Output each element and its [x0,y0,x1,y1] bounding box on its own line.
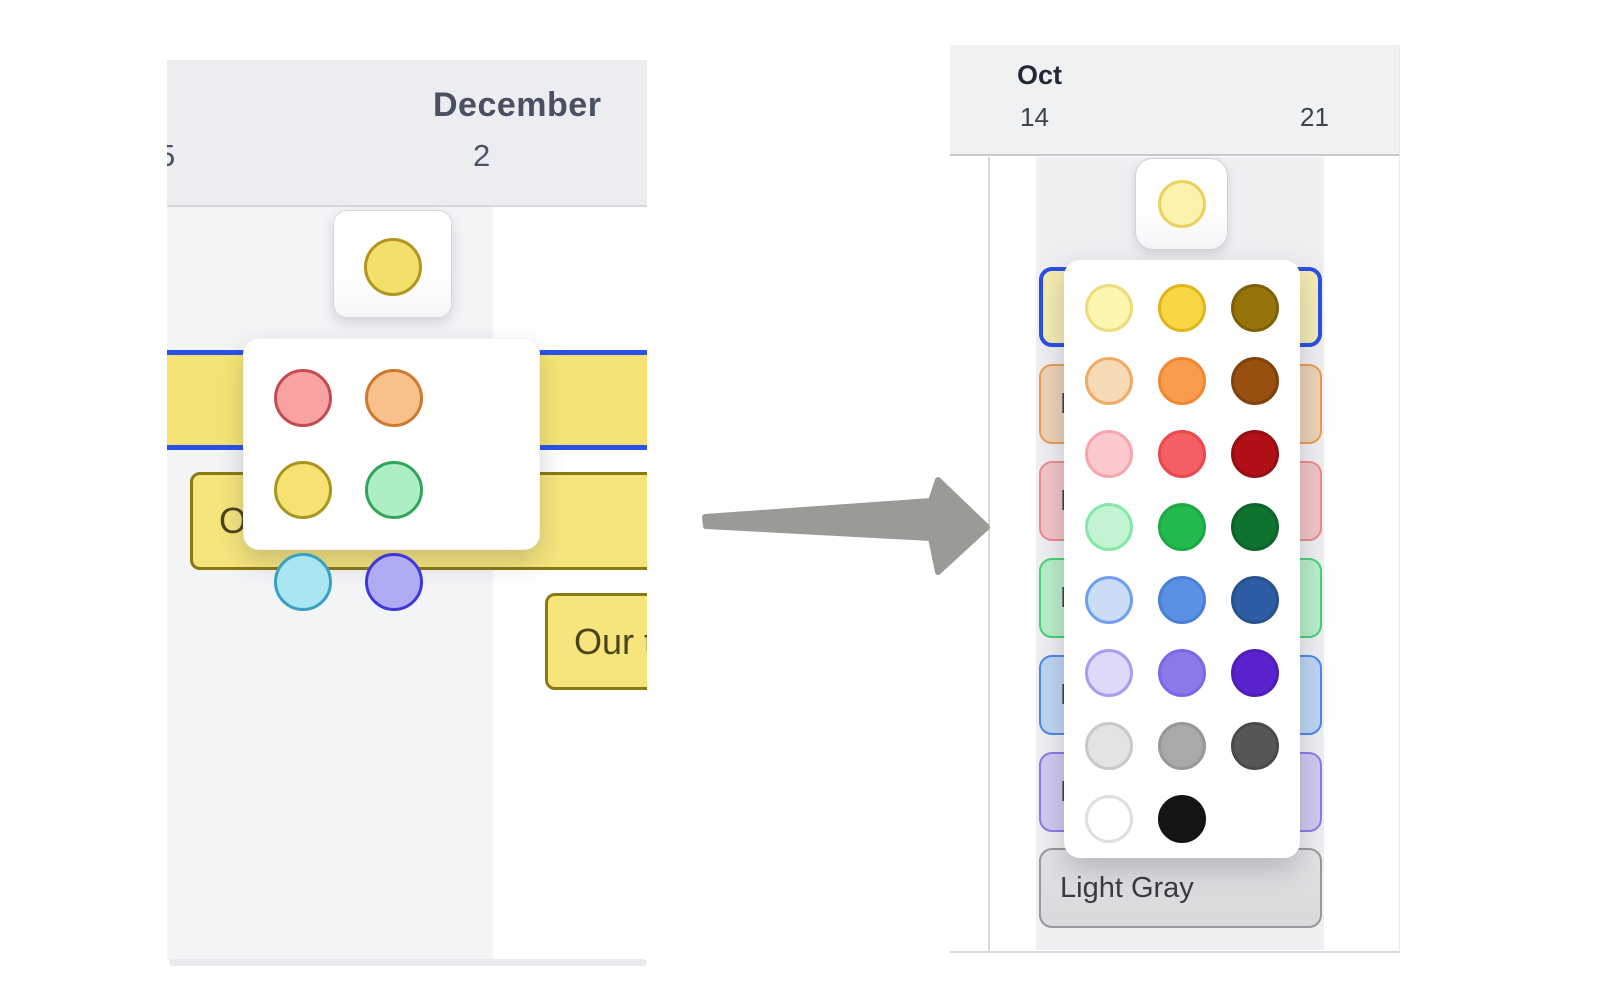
day-label-partial: 5 [167,138,175,174]
palette-green-swatch[interactable] [1158,503,1206,551]
palette-dark-blue-swatch[interactable] [1231,576,1279,624]
day-label: 2 [473,138,491,173]
palette-dark-gray-swatch[interactable] [1231,722,1279,770]
color-chip-light-gray[interactable]: Light Gray [1039,848,1322,928]
task-bar[interactable]: Our t [545,593,647,690]
palette-dark-red-swatch[interactable] [1231,430,1279,478]
palette-light-red-swatch[interactable] [1085,430,1133,478]
timeline-header: Oct 14 21 [950,45,1399,156]
palette-orange-swatch[interactable] [365,369,423,427]
task-bar-label: O [219,500,248,541]
palette-light-purple-swatch[interactable] [1085,649,1133,697]
palette-yellow-swatch[interactable] [274,461,332,519]
task-bar-label: Our t [574,620,647,662]
left-screenshot-old-picker: December 2 5 O Our t [167,60,647,967]
color-picker-popup-old [243,338,540,611]
color-swatch-button[interactable] [1135,158,1228,250]
current-color-icon [364,238,422,296]
palette-blue-swatch[interactable] [1158,576,1206,624]
palette-row [1085,722,1279,770]
transition-arrow [702,477,990,575]
palette-red-swatch[interactable] [1158,430,1206,478]
palette-purple-swatch[interactable] [365,553,423,611]
timeline-gridline [988,157,990,951]
palette-row [1085,357,1279,405]
palette-dark-green-swatch[interactable] [1231,503,1279,551]
palette-dark-yellow-swatch[interactable] [1231,284,1279,332]
palette-yellow-swatch[interactable] [1158,284,1206,332]
month-label: Oct [1017,60,1063,90]
palette-white-swatch[interactable] [1085,795,1133,843]
right-screenshot-new-picker: Oct 14 21 LLLLLL Light Gray [950,45,1400,953]
day-end-label: 21 [1300,102,1329,132]
palette-light-blue-swatch[interactable] [1085,576,1133,624]
palette-sky-blue-swatch[interactable] [274,553,332,611]
palette-dark-orange-swatch[interactable] [1231,357,1279,405]
palette-row [1085,795,1279,843]
palette-light-yellow-swatch[interactable] [1085,284,1133,332]
day-start-label: 14 [1020,102,1049,132]
palette-row [1085,284,1279,332]
palette-dark-purple-swatch[interactable] [1231,649,1279,697]
palette-green-swatch[interactable] [365,461,423,519]
current-color-icon [1158,180,1206,228]
palette-purple-swatch[interactable] [1158,649,1206,697]
palette-black-swatch[interactable] [1158,795,1206,843]
color-chip-label: Light Gray [1060,871,1194,904]
palette-row [1085,576,1279,624]
palette-gray-swatch[interactable] [1158,722,1206,770]
color-picker-popup-new [1064,260,1300,858]
horizontal-scrollbar[interactable] [169,959,647,966]
palette-row [1085,649,1279,697]
timeline-header: December 2 5 [167,60,647,207]
month-label: December [433,86,602,124]
palette-row [1085,430,1279,478]
palette-light-green-swatch[interactable] [1085,503,1133,551]
palette-light-orange-swatch[interactable] [1085,357,1133,405]
palette-light-gray-swatch[interactable] [1085,722,1133,770]
palette-orange-swatch[interactable] [1158,357,1206,405]
color-swatch-button[interactable] [333,210,452,318]
palette-row [1085,503,1279,551]
palette-red-swatch[interactable] [274,369,332,427]
